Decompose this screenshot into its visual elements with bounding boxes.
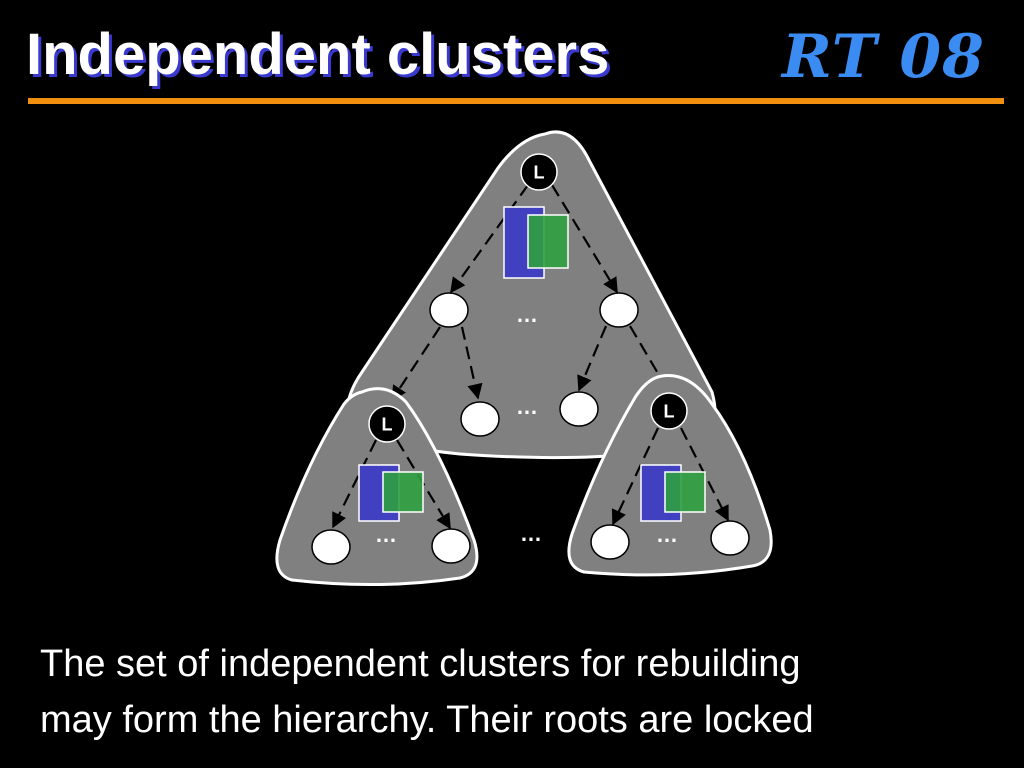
bottom-left-cluster: L … [275,387,479,587]
ellipsis-between-clusters: … [520,521,542,546]
ellipsis: … [516,302,538,327]
bottom-right-cluster: L … [567,374,773,577]
green-bounding-box [382,471,424,513]
slide-title: Independent clusters [26,22,610,87]
ellipsis: … [656,522,678,547]
lock-label: L [664,402,675,422]
caption-line: The set of independent clusters for rebu… [40,643,801,685]
child-node [460,401,500,437]
lock-label: L [382,415,393,435]
bottom-right-cluster-bounding-boxes [640,464,706,522]
caption-line: may form the hierarchy. Their roots are … [40,699,814,741]
top-cluster-bounding-boxes [503,206,569,279]
locked-root-node: L [520,153,558,191]
title-underline [28,98,1004,104]
ellipsis: … [516,394,538,419]
lock-label: L [534,163,545,183]
child-node [710,520,750,556]
locked-root-node: L [650,392,688,430]
cluster-hierarchy-diagram: L … … L … [275,130,773,587]
child-node [559,391,599,427]
green-bounding-box [527,214,569,269]
child-node [590,524,630,560]
child-node [429,292,469,328]
top-cluster-shape [345,130,717,460]
bottom-left-cluster-bounding-boxes [358,464,424,522]
slide-logo: RT 08 [782,22,985,92]
slide-caption: The set of independent clusters for rebu… [40,636,1000,748]
child-node [311,529,351,565]
green-bounding-box [664,471,706,513]
ellipsis: … [375,522,397,547]
child-node [599,292,639,328]
child-node [431,528,471,564]
locked-root-node: L [368,405,406,443]
